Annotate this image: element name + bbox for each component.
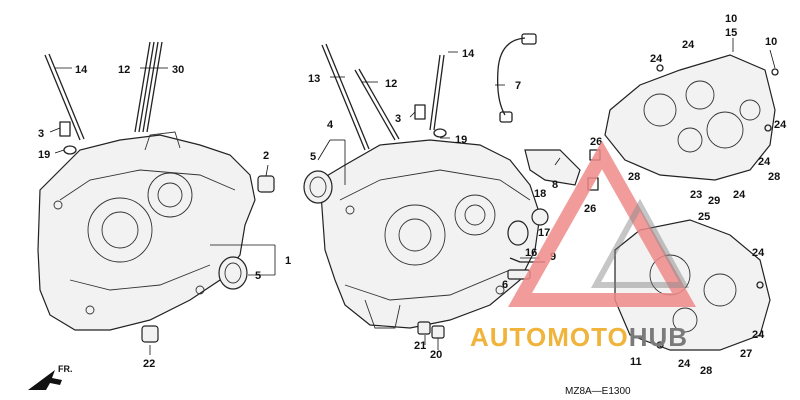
- label-1: 1: [285, 255, 291, 267]
- sensor-wire: [497, 33, 537, 123]
- label-10b: 10: [765, 36, 777, 48]
- middle-studs: [303, 43, 549, 339]
- upper-right-cover: [604, 54, 779, 181]
- label-10: 10: [725, 13, 737, 25]
- label-15: 15: [725, 27, 737, 39]
- label-24b: 24: [682, 39, 695, 51]
- label-24e: 24: [733, 189, 746, 201]
- front-direction-label: FR.: [58, 364, 73, 374]
- label-14: 14: [75, 64, 88, 76]
- front-direction-arrow: FR.: [28, 364, 73, 390]
- label-29: 29: [708, 195, 720, 207]
- label-23: 23: [690, 189, 702, 201]
- label-8: 8: [552, 179, 558, 191]
- middle-crankcase-half: [319, 139, 541, 329]
- diagram-code: MZ8A—E1300: [565, 386, 631, 397]
- label-5b: 5: [310, 151, 316, 163]
- label-26: 26: [590, 136, 602, 148]
- label-28a: 28: [628, 171, 640, 183]
- label-18: 18: [534, 188, 546, 200]
- label-28c: 28: [700, 365, 712, 377]
- label-24a: 24: [650, 53, 663, 65]
- label-4: 4: [327, 119, 334, 131]
- label-9: 9: [550, 251, 556, 263]
- left-crankcase-half: [37, 131, 256, 331]
- label-7: 7: [515, 80, 521, 92]
- label-30: 30: [172, 64, 184, 76]
- label-3b: 3: [395, 113, 401, 125]
- left-studs: [44, 41, 275, 343]
- label-17: 17: [538, 227, 550, 239]
- label-21: 21: [414, 340, 426, 352]
- label-11: 11: [630, 356, 642, 368]
- label-24d: 24: [758, 156, 771, 168]
- label-27: 27: [740, 348, 752, 360]
- label-19b: 19: [455, 134, 467, 146]
- label-24g: 24: [678, 358, 691, 370]
- label-24c: 24: [774, 119, 787, 131]
- label-14b: 14: [462, 48, 475, 60]
- label-13: 13: [308, 73, 320, 85]
- leader-lines: [49, 38, 776, 355]
- label-24h: 24: [752, 329, 765, 341]
- label-19: 19: [38, 149, 50, 161]
- label-2: 2: [263, 150, 269, 162]
- label-22: 22: [143, 358, 155, 370]
- label-3: 3: [38, 128, 44, 140]
- watermark-logo: [507, 140, 697, 307]
- label-12: 12: [118, 64, 130, 76]
- label-26b: 26: [584, 203, 596, 215]
- label-20: 20: [430, 349, 442, 361]
- label-6: 6: [502, 279, 508, 291]
- watermark-brand: AUTOMOTOHUB: [470, 322, 688, 352]
- label-28b: 28: [768, 171, 780, 183]
- label-12b: 12: [385, 78, 397, 90]
- part-labels: 14 12 30 3 19 2 1 5 22 13 12 4 5 3 14 19…: [38, 13, 787, 377]
- label-24f: 24: [752, 247, 765, 259]
- label-5: 5: [255, 270, 261, 282]
- label-16: 16: [525, 247, 537, 259]
- label-25: 25: [698, 211, 710, 223]
